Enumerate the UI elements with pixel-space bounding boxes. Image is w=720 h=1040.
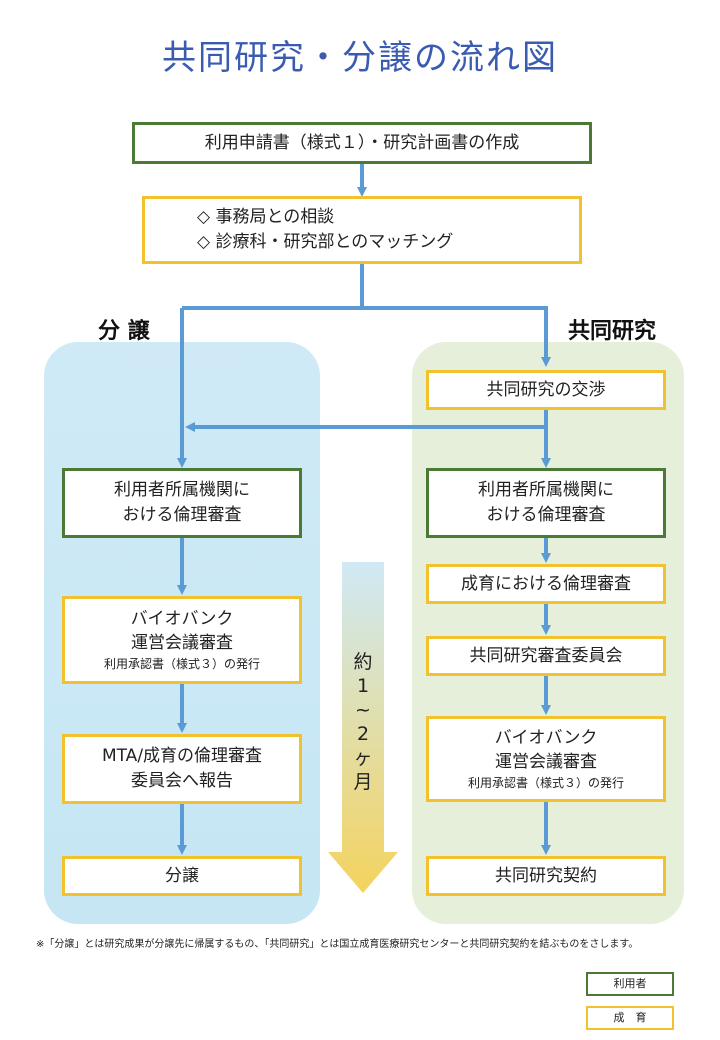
duration-char-1: 約 xyxy=(353,651,373,673)
branch-line xyxy=(182,264,364,310)
consult-line-2: ◇ 診療科・研究部とのマッチング xyxy=(197,232,454,252)
left-ethics-line-1: 利用者所属機関に xyxy=(114,480,250,501)
right-biobank-box: バイオバンク 運営会議審査 利用承認書（様式３）の発行 xyxy=(426,716,666,802)
right-seiiku-ethics-text: 成育における倫理審査 xyxy=(461,573,631,594)
left-mta-line-2: 委員会へ報告 xyxy=(131,771,233,791)
consult-line-1: ◇ 事務局との相談 xyxy=(197,207,335,228)
duration-char-6: 月 xyxy=(353,771,373,793)
duration-arrow xyxy=(328,562,398,893)
left-mta-line-1: MTA/成育の倫理審査 xyxy=(101,746,263,767)
right-ethics-line-2: おける倫理審査 xyxy=(486,505,606,525)
left-heading: 分 譲 xyxy=(98,319,150,344)
duration-char-4: 2 xyxy=(356,723,370,745)
box-consult: ◇ 事務局との相談 ◇ 診療科・研究部とのマッチング xyxy=(142,196,582,264)
left-biobank-box: バイオバンク 運営会議審査 利用承認書（様式３）の発行 xyxy=(62,596,302,684)
right-negotiate-text: 共同研究の交渉 xyxy=(486,379,606,400)
page-title: 共同研究・分譲の流れ図 xyxy=(162,38,558,78)
left-biobank-line-2: 運営会議審査 xyxy=(131,633,233,654)
right-ethics-box: 利用者所属機関に おける倫理審査 xyxy=(426,468,666,538)
right-biobank-line-2: 運営会議審査 xyxy=(495,752,597,773)
left-ethics-line-2: おける倫理審査 xyxy=(122,505,242,525)
right-ethics-line-1: 利用者所属機関に xyxy=(478,480,614,501)
box-application: 利用申請書（様式１）・研究計画書の作成 xyxy=(132,122,592,164)
left-mta-box: MTA/成育の倫理審査 委員会へ報告 xyxy=(62,734,302,804)
footnote: ※「分譲」とは研究成果が分譲先に帰属するもの、「共同研究」とは国立成育医療研究セ… xyxy=(36,939,639,950)
left-ethics-box: 利用者所属機関に おける倫理審査 xyxy=(62,468,302,538)
branch-line-right xyxy=(362,306,551,367)
legend-user-label: 利用者 xyxy=(613,977,647,991)
right-negotiate-box: 共同研究の交渉 xyxy=(426,370,666,410)
left-biobank-line-1: バイオバンク xyxy=(130,608,234,629)
right-committee-box: 共同研究審査委員会 xyxy=(426,636,666,676)
application-text: 利用申請書（様式１）・研究計画書の作成 xyxy=(204,132,520,153)
duration-char-2: 1 xyxy=(356,675,370,697)
legend-seiiku-label: 成 育 xyxy=(613,1011,647,1025)
left-biobank-note: 利用承認書（様式３）の発行 xyxy=(103,656,260,671)
right-biobank-note: 利用承認書（様式３）の発行 xyxy=(467,775,624,790)
duration-char-3: ~ xyxy=(355,699,371,721)
right-heading: 共同研究 xyxy=(568,319,657,344)
left-final-text: 分譲 xyxy=(165,865,199,886)
right-seiiku-ethics-box: 成育における倫理審査 xyxy=(426,564,666,604)
duration-char-5: ヶ xyxy=(353,747,373,769)
duration-label: 約 1 ~ 2 ヶ 月 xyxy=(348,650,378,794)
left-final-box: 分譲 xyxy=(62,856,302,896)
right-committee-text: 共同研究審査委員会 xyxy=(469,645,623,666)
legend-user: 利用者 xyxy=(586,972,674,996)
right-biobank-line-1: バイオバンク xyxy=(494,727,598,748)
right-final-text: 共同研究契約 xyxy=(495,865,597,886)
right-final-box: 共同研究契約 xyxy=(426,856,666,896)
legend-seiiku: 成 育 xyxy=(586,1006,674,1030)
